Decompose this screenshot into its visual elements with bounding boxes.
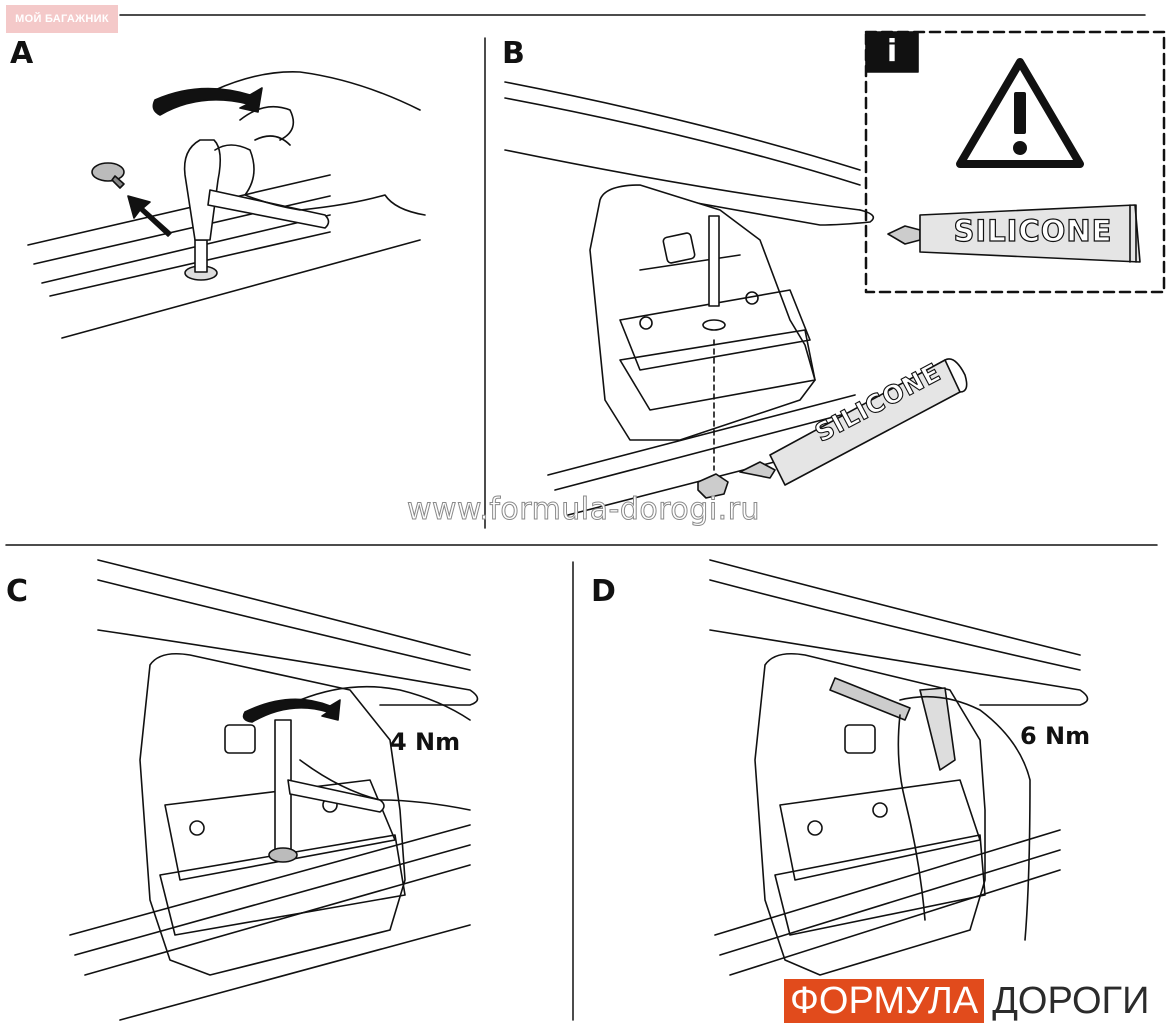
brand-part-1: ФОРМУЛА — [784, 979, 985, 1023]
torque-label-c: 4 Nm — [390, 728, 461, 756]
panel-c-drawing — [69, 559, 479, 1021]
panel-d-drawing — [709, 559, 1089, 976]
silicone-tube-label-info: SILICONE — [953, 213, 1113, 248]
panel-b-drawing — [504, 81, 968, 516]
panel-a-drawing — [27, 71, 426, 339]
brand-logo: ФОРМУЛА ДОРОГИ — [784, 979, 1149, 1023]
panel-d-label: D — [591, 574, 616, 609]
panel-b-label: B — [502, 36, 525, 71]
brand-part-2: ДОРОГИ — [992, 980, 1150, 1022]
info-icon: i — [886, 34, 898, 69]
torque-label-d: 6 Nm — [1020, 722, 1091, 750]
panel-a-label: A — [10, 36, 34, 71]
source-stamp: МОЙ БАГАЖНИК — [6, 5, 118, 33]
watermark: www.formula-dorogi.ru — [406, 492, 761, 528]
panel-c-label: C — [6, 574, 29, 609]
